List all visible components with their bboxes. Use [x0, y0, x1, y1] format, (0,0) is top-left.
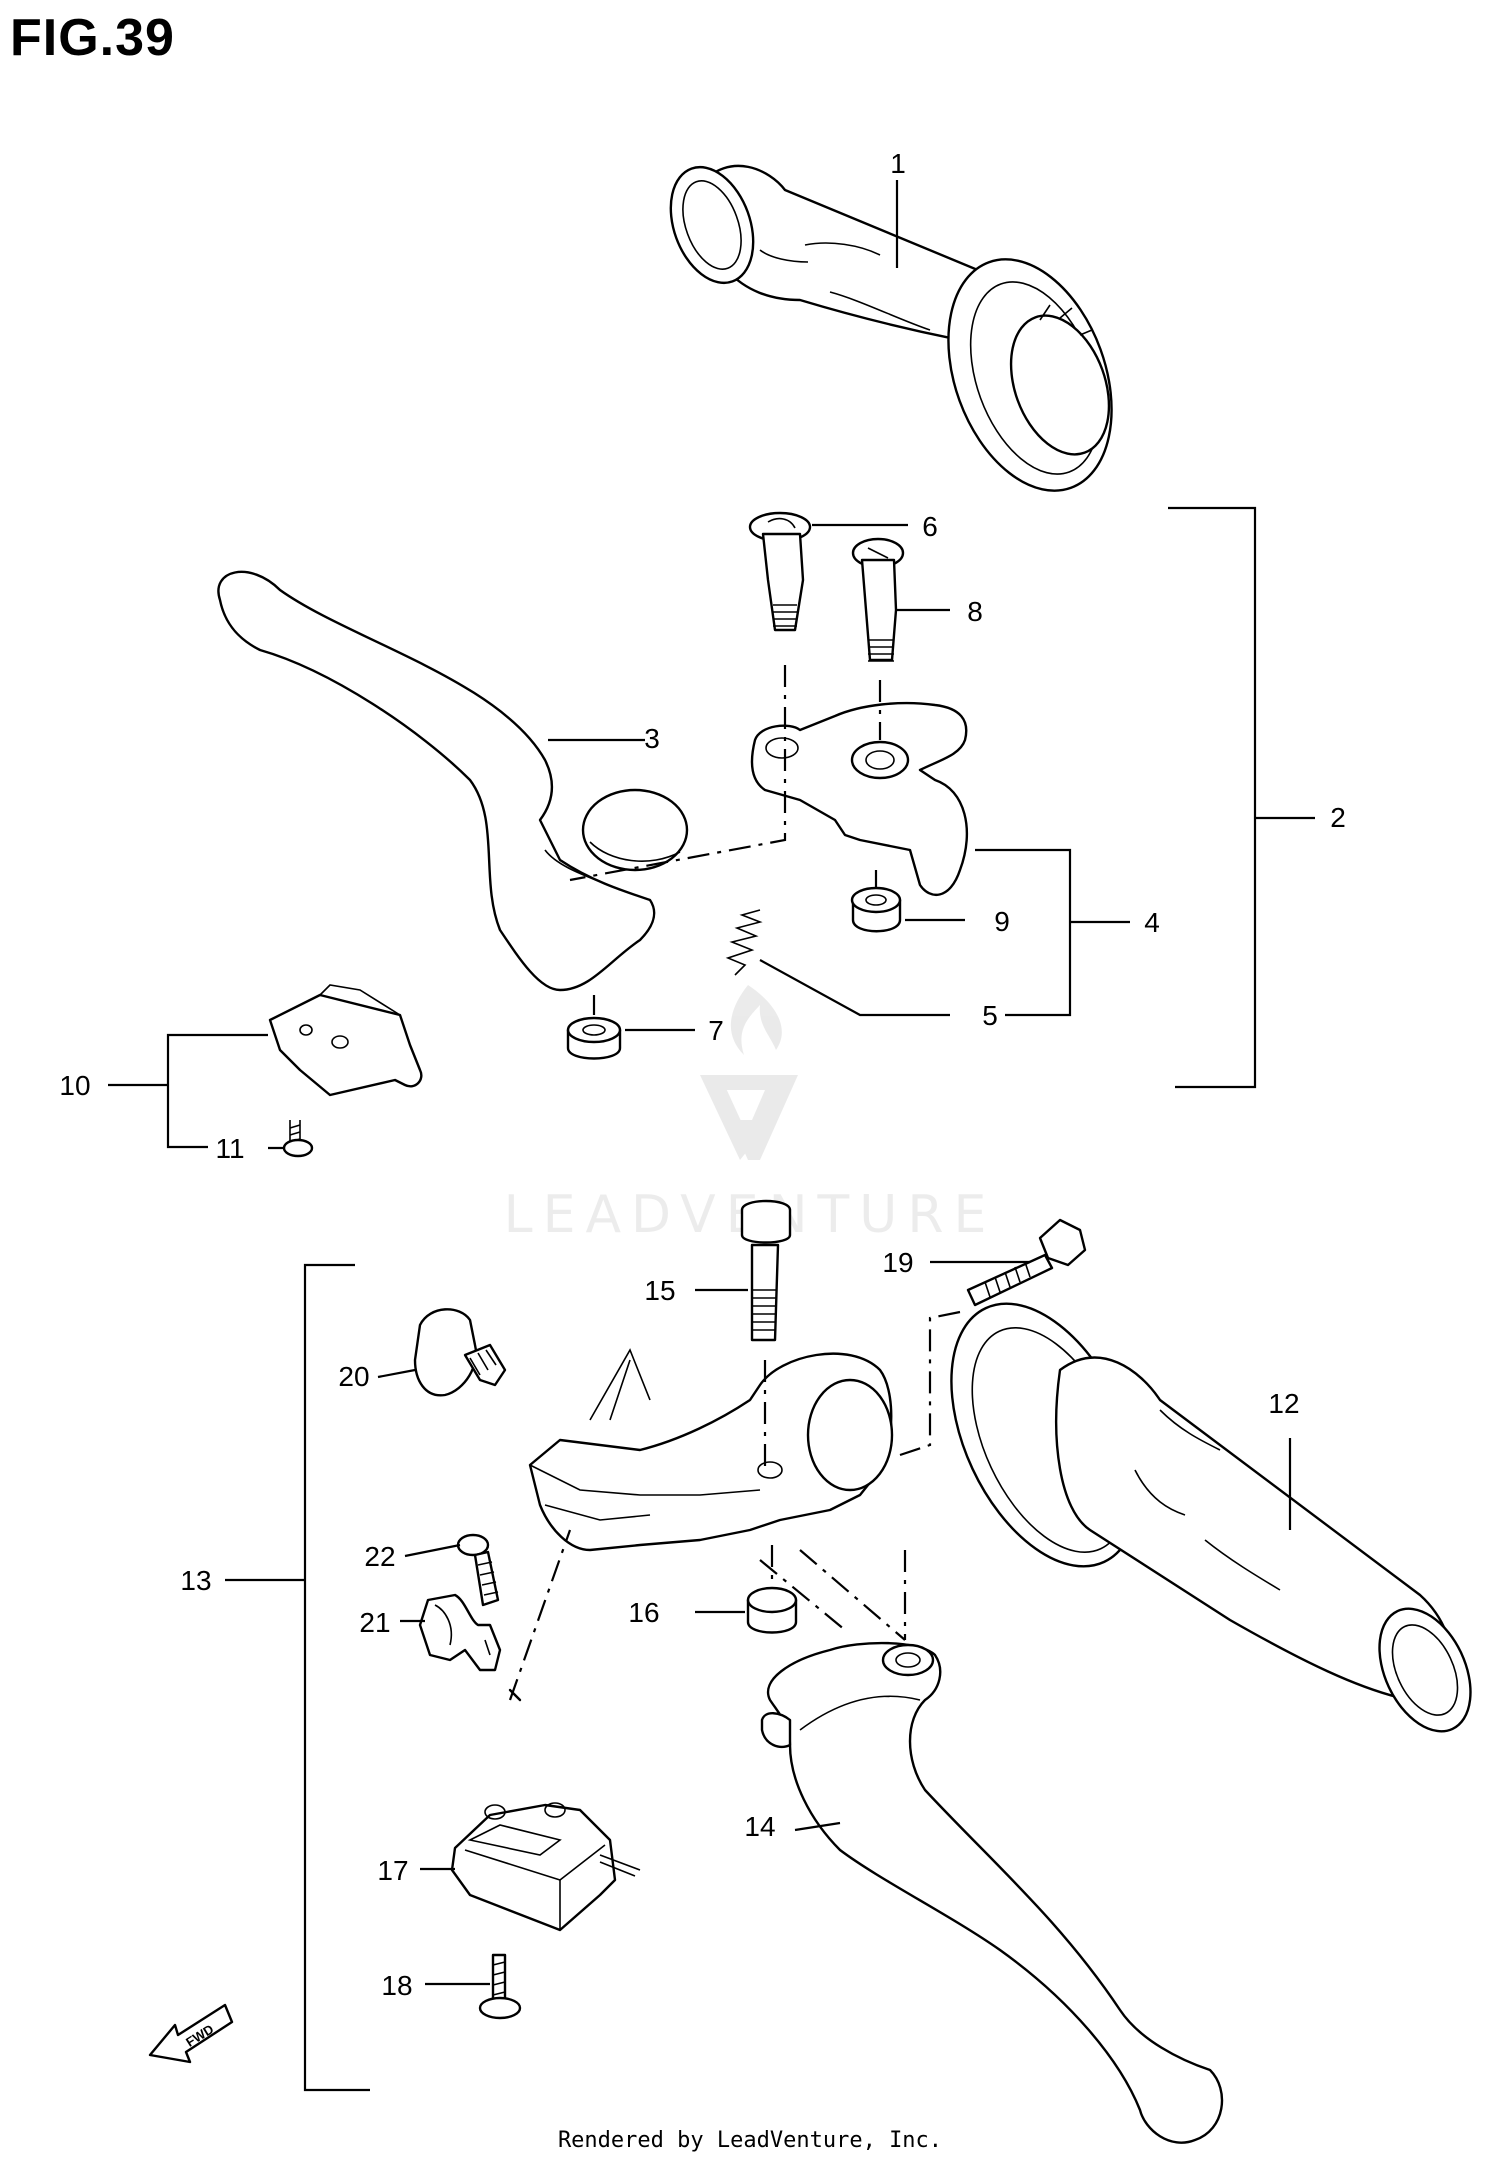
callout-22: 22 — [364, 1541, 395, 1572]
part-16-nut — [746, 1586, 798, 1634]
callout-1: 1 — [890, 148, 906, 179]
part-20-adjuster — [413, 1308, 507, 1397]
part-17-switch — [450, 1802, 641, 1932]
callout-6: 6 — [922, 511, 938, 542]
callout-12: 12 — [1268, 1388, 1299, 1419]
callout-9: 9 — [994, 906, 1010, 937]
part-7-nut — [566, 1016, 622, 1060]
part-5-spring — [725, 909, 763, 976]
watermark-logo-icon — [700, 985, 798, 1160]
part-1-throttle-grip — [669, 164, 1113, 492]
part-21-clip — [418, 1593, 502, 1672]
part-19-bolt — [966, 1218, 1087, 1307]
part-4-lever-bracket — [750, 701, 968, 896]
callout-10: 10 — [59, 1070, 90, 1101]
part-18-screw — [478, 1953, 522, 2020]
callout-2: 2 — [1330, 802, 1346, 833]
part-9-nut — [850, 886, 902, 933]
callout-16: 16 — [628, 1597, 659, 1628]
callout-20: 20 — [338, 1361, 369, 1392]
part-11-screw — [282, 1120, 314, 1158]
part-8-bolt — [851, 537, 905, 662]
render-credit-footer: Rendered by LeadVenture, Inc. — [557, 2128, 943, 2153]
callout-13: 13 — [180, 1565, 211, 1596]
callout-18: 18 — [381, 1970, 412, 2001]
fwd-arrow-icon: FWD — [148, 2003, 234, 2064]
figure-title: FIG.39 — [10, 9, 175, 67]
callout-8: 8 — [967, 596, 983, 627]
part-22-screw — [456, 1533, 500, 1607]
callout-14: 14 — [744, 1811, 775, 1842]
callout-19: 19 — [882, 1247, 913, 1278]
callout-11: 11 — [215, 1133, 244, 1164]
part-6-bolt — [748, 511, 812, 632]
callout-17: 17 — [377, 1855, 408, 1886]
callout-15: 15 — [644, 1275, 675, 1306]
part-13-lever-bracket-assembly — [528, 1348, 894, 1552]
callout-3: 3 — [644, 723, 660, 754]
callout-labels: 1 2 3 4 5 6 7 8 9 10 11 12 13 14 15 16 1… — [59, 148, 1345, 2001]
part-14-lever — [760, 1641, 1224, 2144]
part-12-grip — [950, 1302, 1472, 1733]
callout-4: 4 — [1144, 907, 1160, 938]
part-15-bolt — [740, 1199, 792, 1342]
callout-7: 7 — [708, 1015, 724, 1046]
part-3-lever — [217, 570, 689, 992]
part-10-switch — [268, 984, 423, 1097]
callout-5: 5 — [982, 1000, 998, 1031]
callout-21: 21 — [359, 1607, 390, 1638]
